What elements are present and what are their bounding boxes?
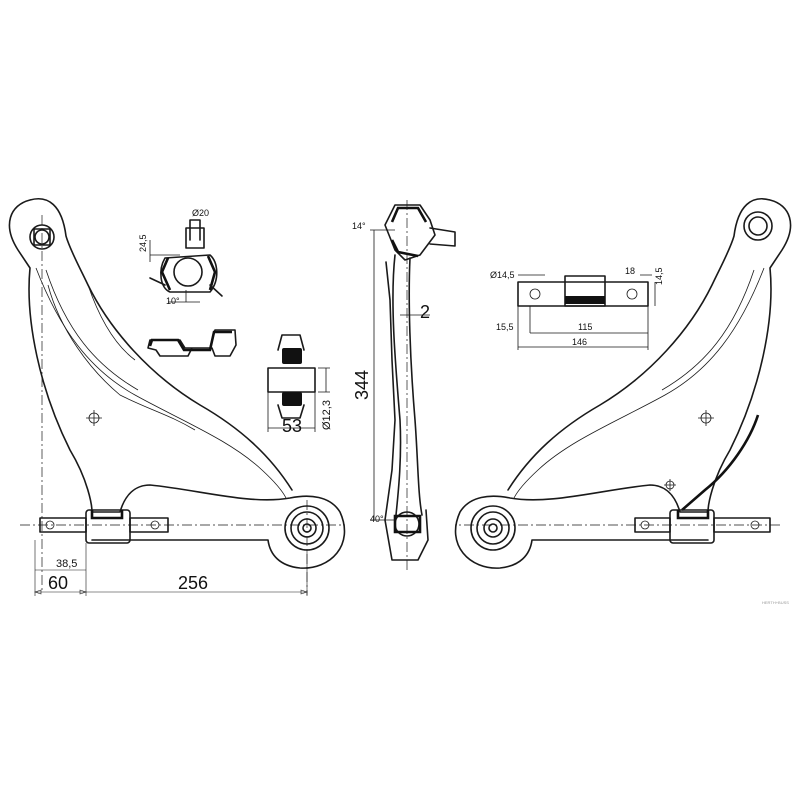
side-view: 14° 40° 344 2 [352,200,456,570]
dim-rear-offset: 15,5 [496,322,514,332]
dim-bushing-bore: Ø12,3 [321,400,333,430]
dim-bushing-width: 53 [282,416,302,436]
dim-ball-angle: 10° [166,296,180,306]
rear-bushing-detail: Ø14,5 18 14,5 15,5 115 146 [490,266,664,350]
dim-tab-height: 14,5 [654,267,664,285]
dim-bottom-angle: 40° [370,514,384,524]
left-control-arm: 38,5 60 256 [8,198,346,596]
watermark-text: HERTH+BUSS [762,600,789,605]
dim-ball-diameter: Ø20 [192,208,209,218]
right-control-arm [454,198,792,569]
dim-ball-height: 24,5 [138,234,148,252]
ball-joint-detail: Ø20 24,5 10° [138,208,223,306]
bushing-detail: 53 Ø12,3 [267,334,333,436]
profile-section [147,329,237,357]
dim-top-angle: 14° [352,221,366,231]
dim-main-span: 256 [178,573,208,593]
dim-overall-span: 146 [572,337,587,347]
dim-tab-width: 18 [625,266,635,276]
dim-inner-span: 115 [578,322,592,332]
dim-side-length: 344 [352,370,372,400]
dim-bushing-offset: 38,5 [56,558,77,570]
dim-side-offset: 2 [420,302,430,322]
dim-left-span: 60 [48,573,68,593]
dim-hole-diameter: Ø14,5 [490,270,515,280]
